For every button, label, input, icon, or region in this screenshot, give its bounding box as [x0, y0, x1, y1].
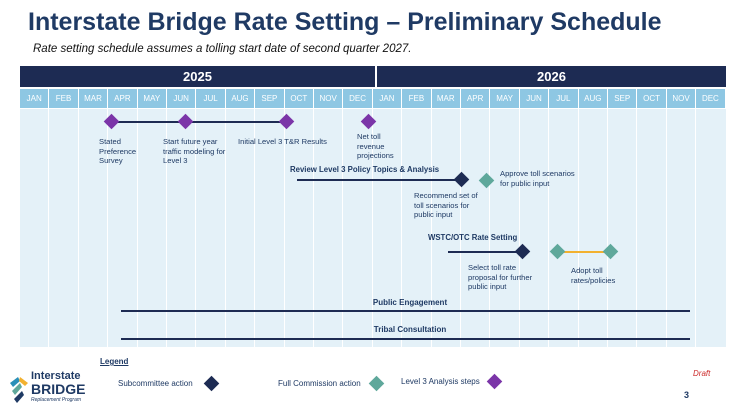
- month-gridline: [665, 109, 667, 347]
- month-cell: DEC: [696, 89, 725, 108]
- page-number: 3: [684, 390, 690, 400]
- month-gridline: [401, 109, 403, 347]
- month-gridline: [342, 109, 344, 347]
- month-cell: JAN: [372, 89, 402, 108]
- label-stated-preference: Stated Preference Survey: [99, 137, 137, 165]
- month-cell: NOV: [666, 89, 696, 108]
- draft-label: Draft: [693, 369, 711, 378]
- adopt-track-line: [557, 251, 610, 253]
- month-gridline: [77, 109, 79, 347]
- month-gridline: [48, 109, 50, 347]
- label-initial-results: Initial Level 3 T&R Results: [238, 137, 327, 146]
- year-2026: 2026: [377, 66, 726, 87]
- legend-level3-icon: [486, 373, 503, 390]
- page-title: Interstate Bridge Rate Setting – Prelimi…: [28, 8, 662, 36]
- month-cell: SEP: [255, 89, 284, 108]
- month-cell: APR: [108, 89, 137, 108]
- page-subtitle: Rate setting schedule assumes a tolling …: [33, 43, 412, 55]
- legend-subcommittee-icon: [203, 375, 220, 392]
- month-cell: JUN: [519, 89, 549, 108]
- month-cell: JUL: [196, 89, 225, 108]
- tribal-consultation-line: [121, 338, 690, 340]
- wstc-track-line: [448, 251, 522, 253]
- month-cell: SEP: [608, 89, 637, 108]
- month-cell: APR: [461, 89, 490, 108]
- month-gridline: [195, 109, 197, 347]
- month-gridline: [548, 109, 550, 347]
- level3-timeline-line: [111, 121, 287, 123]
- label-adopt-toll: Adopt toll rates/policies: [571, 266, 616, 285]
- month-cell: AUG: [225, 89, 255, 108]
- review-track-line: [297, 179, 461, 181]
- month-gridline: [283, 109, 285, 347]
- month-gridline: [460, 109, 461, 347]
- legend-level3-label: Level 3 Analysis steps: [401, 377, 480, 386]
- legend-full-commission-icon: [368, 375, 385, 392]
- month-gridline: [577, 109, 579, 347]
- month-gridline: [636, 109, 638, 347]
- legend-title: Legend: [100, 357, 129, 366]
- month-cell: JAN: [20, 89, 49, 108]
- month-gridline: [136, 109, 138, 347]
- month-gridline: [371, 109, 373, 347]
- wstc-track-title: WSTC/OTC Rate Setting: [428, 233, 518, 242]
- month-cell: MAY: [137, 89, 166, 108]
- month-gridline: [254, 109, 256, 347]
- month-gridline: [313, 109, 314, 347]
- legend-subcommittee-label: Subcommittee action: [118, 379, 193, 388]
- bridge-logo-icon: [10, 377, 28, 403]
- month-cell: OCT: [284, 89, 313, 108]
- month-gridline: [166, 109, 167, 347]
- month-cell: FEB: [402, 89, 431, 108]
- month-gridline: [107, 109, 109, 347]
- month-gridline: [489, 109, 491, 347]
- logo-line2: BRIDGE: [31, 381, 86, 397]
- label-approve-toll: Approve toll scenarios for public input: [500, 169, 575, 188]
- month-cell: OCT: [637, 89, 666, 108]
- month-gridline: [695, 109, 697, 347]
- logo-line3: Replacement Program: [31, 397, 82, 403]
- month-cell: DEC: [343, 89, 372, 108]
- label-future-modeling: Start future year traffic modeling for L…: [163, 137, 226, 165]
- public-engagement-line: [121, 310, 690, 312]
- public-engagement-title: Public Engagement: [372, 298, 448, 307]
- label-net-toll: Net toll revenue projections: [357, 132, 394, 160]
- month-cell: JUN: [167, 89, 196, 108]
- year-2025: 2025: [20, 66, 375, 87]
- month-cell: MAY: [490, 89, 519, 108]
- month-gridline: [224, 109, 226, 347]
- logo-line1: Interstate: [31, 370, 81, 382]
- month-cell: MAR: [431, 89, 460, 108]
- tribal-consultation-title: Tribal Consultation: [373, 325, 447, 334]
- label-select-rate: Select toll rate proposal for further pu…: [468, 263, 533, 291]
- month-cell: JUL: [549, 89, 578, 108]
- month-gridline: [607, 109, 608, 347]
- month-cell: FEB: [49, 89, 78, 108]
- month-cell: NOV: [314, 89, 343, 108]
- timeline-body: [20, 109, 726, 347]
- month-cell: AUG: [578, 89, 607, 108]
- month-cell: MAR: [78, 89, 108, 108]
- month-gridline: [518, 109, 520, 347]
- review-track-title: Review Level 3 Policy Topics & Analysis: [290, 165, 440, 174]
- month-gridline: [430, 109, 432, 347]
- legend-full-commission-label: Full Commission action: [278, 379, 361, 388]
- label-recommend-set: Recommend set of toll scenarios for publ…: [414, 191, 478, 219]
